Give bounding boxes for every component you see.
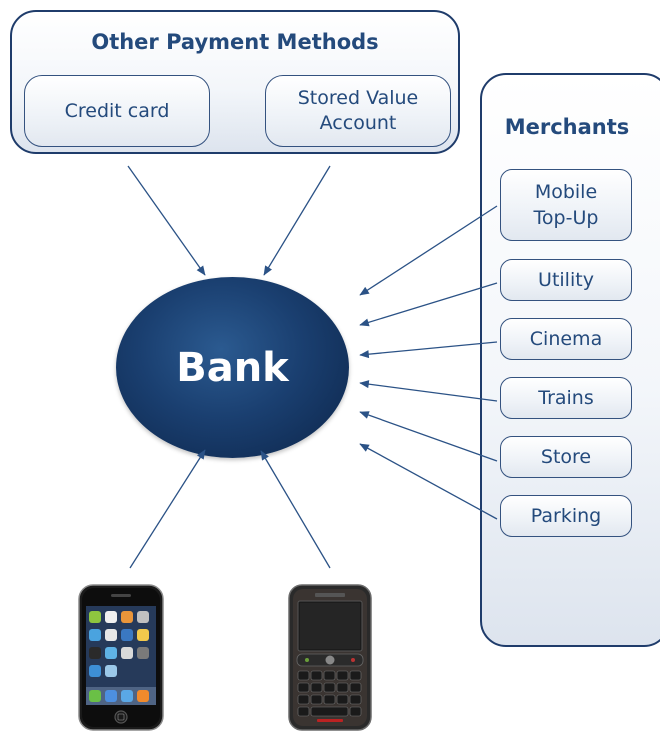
arrow-blackberry-to-bank — [260, 450, 331, 569]
bank-node: Bank — [116, 277, 349, 458]
arrow-utility-to-bank — [359, 282, 498, 327]
merchant-cinema: Cinema — [500, 318, 632, 360]
arrow-cinema-to-bank — [359, 341, 498, 359]
arrow-credit-card-to-bank — [127, 165, 206, 276]
merchant-trains: Trains — [500, 377, 632, 419]
arrow-parking-to-bank — [359, 443, 498, 520]
arrow-stored-value-to-bank — [263, 165, 331, 276]
blackberry-icon — [288, 584, 372, 731]
other-payment-methods-panel: Other Payment Methods Credit card Stored… — [10, 10, 460, 154]
stored-value-account-box: Stored Value Account — [265, 75, 451, 147]
other-payment-methods-title: Other Payment Methods — [91, 30, 379, 54]
merchant-utility: Utility — [500, 259, 632, 301]
arrow-iphone-to-bank — [129, 449, 206, 569]
merchant-parking: Parking — [500, 495, 632, 537]
iphone-icon — [78, 584, 164, 731]
merchants-title: Merchants — [504, 115, 630, 139]
arrow-store-to-bank — [359, 411, 498, 462]
credit-card-box: Credit card — [24, 75, 210, 147]
arrow-mobile-topup-to-bank — [359, 205, 498, 296]
bank-label: Bank — [176, 344, 289, 391]
merchants-panel: Merchants Mobile Top-Up Utility Cinema T… — [480, 73, 660, 647]
merchant-store: Store — [500, 436, 632, 478]
arrow-trains-to-bank — [359, 380, 498, 402]
merchant-mobile-top-up: Mobile Top-Up — [500, 169, 632, 241]
